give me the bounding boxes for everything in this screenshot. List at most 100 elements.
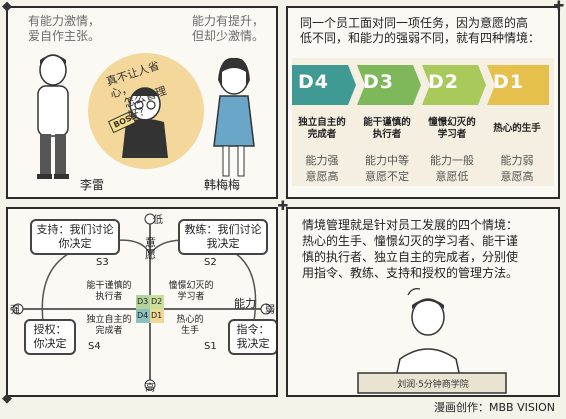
conclusion-line-3: 慎的执行者、独立自主的完成者，分别使 [302,250,519,264]
s2-label: S2 [204,257,217,268]
stage-d3-traits: 能力中等意愿不定 [357,153,417,185]
stage-d4-label: 独立自主的完成者 [292,117,352,141]
d2-label-1: 憧憬幻灭的 [168,281,214,291]
axis-left-cap [12,303,24,315]
d1-label: 热心的生手 [170,315,210,337]
conclusion-line-2: 热心的生手、憧憬幻灭的学习者、能干谨 [302,234,519,248]
low-label: 低 [153,215,163,226]
stage-d1-label-1: 热心的生手 [493,123,541,134]
s2-coach-box: 教练：我们讨论我决定 [178,219,268,255]
corner-ornament-icon: ◆ [2,0,12,14]
stage-d1-ability: 能力弱 [500,154,534,167]
stage-d4-bg [292,65,356,105]
left-caption: 有能力激情， 爱自作主张。 [28,14,100,44]
s1-label: S1 [204,341,217,352]
stage-d2-traits: 能力一般意愿低 [422,153,482,185]
intro-line-1: 同一个员工面对同一项任务，因为意愿的高 [300,16,529,30]
stage-d1-tag: D1 [493,71,524,93]
han-meimei-figure [213,57,255,177]
ability-axis-label: 能力 [234,297,256,310]
stage-d3-ability: 能力中等 [365,154,409,167]
speech-mark [407,287,421,296]
conclusion-line-4: 用指令、教练、支持和授权的管理方法。 [302,266,519,280]
corner-ornament-icon: ✚ [553,0,565,14]
stage-d3-label-1: 能干谨慎的 [363,117,411,128]
axis-right-cap [260,303,272,315]
center-d4-code: D4 [137,311,149,320]
s3-support-box: 支持：我们讨论你决定 [30,219,120,255]
axis-bottom-cap [144,379,156,391]
s3-box-line-1: 支持：我们讨论 [36,223,114,236]
stage-d1-label: 热心的生手 [487,123,547,135]
d1-label-1: 热心的 [176,315,204,325]
d2-label: 憧憬幻灭的学习者 [164,281,218,303]
characters-illustration [37,53,255,179]
han-meimei-name: 韩梅梅 [204,178,241,192]
high-label: 高 [145,383,155,394]
s1-box-line-1: 指令： [236,323,270,336]
panel-four-stages: 同一个员工面对同一项任务，因为意愿的高 低不同，和能力的强弱不同，就有四种情境：… [286,6,560,199]
center-d3-cell [136,295,150,309]
s4-label: S4 [88,341,101,352]
d3-label-1: 能干谨慎的 [86,281,132,291]
stage-d2-bg [422,65,486,105]
stage-d1-bg [487,65,549,105]
center-d1-cell [150,309,164,323]
stage-d4-traits: 能力强意愿高 [292,153,352,185]
conclusion-line-1: 情境管理就是针对员工发展的四个情境： [302,218,519,232]
conclusion-text: 情境管理就是针对员工发展的四个情境： 热心的生手、憧憬幻灭的学习者、能干谨 慎的… [302,217,518,281]
left-caption-line-1: 有能力激情， [28,14,101,28]
panel-situational-model: 支持：我们讨论你决定 教练：我们讨论我决定 授权：你决定 指令：我决定 S3 S… [6,207,278,397]
right-caption-line-2: 但却少激情。 [192,29,265,43]
willingness-axis-label: 意愿 [145,236,156,261]
d3-label: 能干谨慎的执行者 [82,281,136,303]
stage-d2-willingness: 意愿低 [435,170,469,183]
boss-figure [107,87,168,158]
s4-box-line-2: 你决定 [33,337,67,350]
stage-d4-willingness: 意愿高 [305,170,339,183]
center-d1-code: D1 [151,311,163,320]
panel-conclusion: 情境管理就是针对员工发展的四个情境： 热心的生手、憧憬幻灭的学习者、能干谨 慎的… [286,207,560,397]
footer-credit: 漫画创作：MBB VISION [434,401,555,414]
d4-label: 独立自主的完成者 [82,315,136,337]
desk [357,372,507,394]
li-lei-name: 李雷 [80,178,105,192]
s1-direct-box: 指令：我决定 [228,319,276,355]
right-caption-line-1: 能力有提升， [192,14,265,28]
center-d3-code: D3 [137,297,149,306]
corner-ornament-icon: ◆ [2,391,12,406]
stage-d1: D1 热心的生手 能力弱意愿高 [487,65,549,197]
center-ornament-icon: ✚ [277,199,289,214]
d2-label-2: 学习者 [177,292,205,302]
development-curve [41,239,257,350]
d4-label-2: 完成者 [95,326,123,336]
d4-label-1: 独立自主的 [86,315,132,325]
stage-d4-label-1: 独立自主的 [298,117,346,128]
stage-d4-tag: D4 [298,71,329,93]
stage-d4-ability: 能力强 [305,154,339,167]
presenter-body [395,348,461,378]
center-d2-cell [150,295,164,309]
s2-box-line-1: 教练：我们讨论 [184,223,262,236]
stage-d3-label-2: 执行者 [372,129,402,140]
presenter-illustration [357,287,507,394]
s3-label: S3 [96,257,109,268]
desk-sign: 刘润·5分钟商学院 [397,380,469,390]
stage-d1-willingness: 意愿高 [500,170,534,183]
stage-d1-traits: 能力弱意愿高 [487,153,547,185]
d1-label-2: 生手 [180,326,199,336]
presenter-hair [412,299,444,309]
stage-d4: D4 独立自主的完成者 能力强意愿高 [292,65,356,197]
stage-d2-ability: 能力一般 [430,154,474,167]
stage-d2-label: 憧憬幻灭的学习者 [422,117,482,141]
s4-box-line-1: 授权： [33,323,67,336]
weak-label: 弱 [265,305,275,316]
right-caption: 能力有提升， 但却少激情。 [192,14,264,44]
stage-d3-bg [357,65,421,105]
panel-characters: 有能力激情， 爱自作主张。 能力有提升， 但却少激情。 [6,6,278,199]
stage-d4-label-2: 完成者 [307,129,337,140]
model-diagram [12,213,272,391]
stage-d3-willingness: 意愿不定 [365,170,409,183]
s4-delegate-box: 授权：你决定 [24,319,76,355]
left-caption-line-2: 爱自作主张。 [28,29,101,43]
